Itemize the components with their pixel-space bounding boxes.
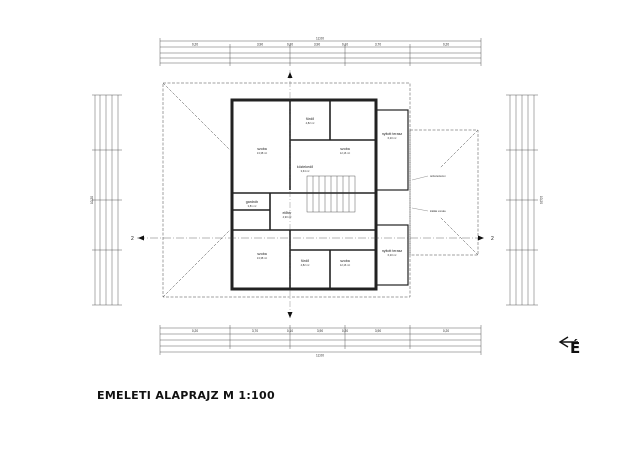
room-name-10: nyitott terasz <box>382 132 403 136</box>
room-area-4: 3,64 m² <box>301 169 310 173</box>
room-name-2: fürdő <box>306 117 314 121</box>
room-name-3: szoba <box>340 147 350 151</box>
bottom-dim-4: 3,90 <box>317 329 323 333</box>
vertical-section-line <box>287 70 293 320</box>
top-dim-1: 0,20 <box>192 43 198 47</box>
bottom-dimension-chain <box>159 325 482 355</box>
bottom-dim-3: 0,10 <box>287 329 293 333</box>
room-area-6: 4,90 m² <box>283 215 292 219</box>
left-total-dimension: 10,20 <box>90 196 94 204</box>
top-dimension-labels: 0,20 3,90 0,20 3,90 0,10 3,70 0,20 <box>192 43 449 47</box>
top-dim-5: 0,10 <box>342 43 348 47</box>
room-name-8: fürdő <box>301 259 309 263</box>
section-line <box>137 235 485 241</box>
roof-outline <box>162 82 479 298</box>
bottom-dim-6: 3,90 <box>375 329 381 333</box>
room-name-4: közlekedő <box>297 165 313 169</box>
room-area-11: 6,20 m² <box>388 253 397 257</box>
room-area-7: 13,38 m² <box>257 256 267 260</box>
room-name-1: szoba <box>257 147 267 151</box>
bottom-dimension-labels: 0,20 3,70 0,10 3,90 0,20 3,90 0,20 <box>192 329 449 333</box>
north-arrow-icon <box>558 336 578 348</box>
room-name-9: szoba <box>340 259 350 263</box>
section-marker-left: 2 <box>131 236 134 242</box>
right-dimension-chain <box>506 94 538 306</box>
north-arrow-label: É <box>570 338 580 357</box>
terraces <box>375 109 409 286</box>
roof-note-1: tetőszerkezet <box>430 174 446 178</box>
room-area-8: 4,82 m² <box>301 263 310 267</box>
staircase <box>306 175 356 213</box>
room-labels: szoba 13,38 m² fürdő 4,82 m² szoba 12,16… <box>246 117 403 267</box>
top-dim-2: 3,90 <box>257 43 263 47</box>
section-marker-right: 2 <box>491 236 494 242</box>
room-area-5: 3,81 m² <box>248 204 257 208</box>
room-name-7: szoba <box>257 252 267 256</box>
bottom-dim-2: 3,70 <box>252 329 258 333</box>
roof-annotations: tetőszerkezet kiállás vonala <box>411 174 446 213</box>
top-dimension-chain <box>159 38 482 66</box>
drawing-title: EMELETI ALAPRAJZ M 1:100 <box>97 389 275 402</box>
room-area-2: 4,82 m² <box>306 121 315 125</box>
bottom-dim-7: 0,20 <box>443 329 449 333</box>
bottom-total-dimension: 12,00 <box>316 354 324 358</box>
bottom-dim-5: 0,20 <box>342 329 348 333</box>
roof-note-2: kiállás vonala <box>430 209 446 213</box>
room-name-11: nyitott terasz <box>382 249 403 253</box>
bottom-dim-1: 0,20 <box>192 329 198 333</box>
room-area-3: 12,16 m² <box>340 151 350 155</box>
right-total-dimension: 10,20 <box>539 196 543 204</box>
top-dim-7: 0,20 <box>443 43 449 47</box>
room-area-10: 6,20 m² <box>388 136 397 140</box>
room-area-1: 13,38 m² <box>257 151 267 155</box>
left-dimension-chain <box>92 94 122 306</box>
top-total-dimension: 12,00 <box>316 37 324 41</box>
exterior-walls <box>230 98 378 291</box>
top-dim-6: 3,70 <box>375 43 381 47</box>
top-dim-4: 3,90 <box>314 43 320 47</box>
room-name-5: gardrób <box>246 200 258 204</box>
room-name-6: előtér <box>283 211 293 215</box>
room-area-9: 12,16 m² <box>340 263 350 267</box>
top-dim-3: 0,20 <box>287 43 293 47</box>
